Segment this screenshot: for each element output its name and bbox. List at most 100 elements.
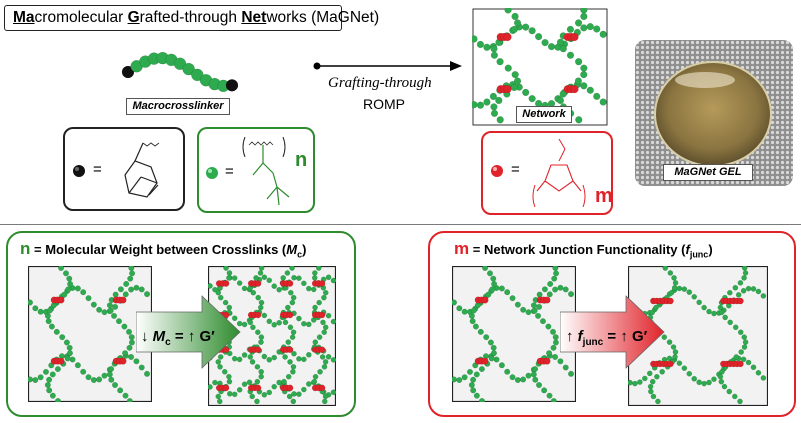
polymer-bead [511,70,519,79]
polymer-bead [301,386,307,393]
polymer-bead [46,376,53,383]
polymer-bead [672,280,679,286]
polymer-bead [733,354,740,360]
polymer-bead [550,344,557,351]
polymer-bead [129,270,136,277]
polymer-bead [531,307,538,314]
polymer-bead [550,328,557,335]
polymer-bead [476,101,485,109]
polymer-bead [69,356,76,363]
polymer-bead [64,355,71,362]
polymer-bead [472,35,478,43]
junction-bead [57,296,65,304]
polymer-bead [330,356,336,363]
polymer-bead [490,109,499,117]
title-part2: rafted-through [139,9,242,26]
polymer-bead [566,25,575,33]
polymer-bead [566,51,575,59]
polymer-bead [490,103,498,111]
polymer-bead [732,324,739,331]
polymer-bead [556,96,565,105]
polymer-bead [289,299,296,306]
polymer-bead [755,288,762,295]
polymer-bead [28,299,33,306]
legend-equals-1: = [93,161,102,178]
polymer-bead [593,25,601,33]
polymer-bead [296,391,302,398]
polymer-bead [306,285,312,292]
polymer-bead [271,283,278,289]
polymer-bead [311,275,318,281]
polymer-bead [681,286,688,292]
polymer-bead [717,373,724,380]
junction-bead [503,32,512,42]
polymer-bead [32,377,39,384]
polymer-bead [504,368,511,375]
polymer-bead [686,370,693,377]
junction-bead [286,311,294,319]
polymer-bead [727,319,733,326]
polymer-bead [468,382,475,389]
polymer-bead [46,387,53,394]
arrow-line2: ROMP [363,96,405,112]
legend-equals-2: = [225,163,234,180]
polymer-bead [276,319,282,326]
polymer-bead [133,358,140,365]
junction-bead [57,357,65,365]
polymer-bead [504,8,512,14]
polymer-bead [261,274,268,281]
polymer-bead [534,33,543,41]
polymer-bead [44,382,51,389]
polymer-bead [691,375,698,382]
polymer-bead [668,289,675,296]
polymer-bead [45,318,52,325]
junction-bead [667,360,674,368]
reaction-arrow [313,61,462,71]
polymer-bead [254,398,260,405]
polymer-bead [290,398,297,405]
polymer-bead [122,350,129,357]
polymer-bead [550,398,557,402]
polymer-bead [469,318,476,325]
polymer-bead [740,287,747,294]
green-bead-icon [206,167,218,179]
polymer-bead [522,23,530,31]
polymer-bead [740,356,747,363]
polymer-bead [258,334,265,340]
polymer-bead [247,354,254,360]
polymer-bead [650,393,657,400]
polymer-bead [285,373,292,380]
polymer-bead [488,355,495,362]
mw-network-before [28,266,152,402]
mw-panel-n: n [20,239,31,258]
polymer-bead [317,368,323,375]
title-part3: works (MaGNet) [266,9,380,26]
polymer-bead [271,354,278,361]
polymer-bead [126,398,133,402]
title-box: Macromolecular Grafted-through Networks … [4,5,379,31]
polymer-bead [49,392,56,399]
polymer-bead [470,387,477,394]
junction-arrow-f: f [577,328,583,345]
polymer-bead [287,324,294,331]
polymer-bead [128,286,135,293]
polymer-bead [489,92,497,101]
gel-photo: MaGNet GEL [635,40,793,186]
polymer-bead [510,25,518,33]
polymer-bead [280,275,286,281]
polymer-bead [236,356,243,363]
polymer-bead [575,58,583,66]
polymer-bead [261,391,268,398]
polymer-bead [241,381,248,387]
gel-label: MaGNet GEL [663,164,753,181]
polymer-bead [310,286,317,293]
polymer-bead [321,398,328,405]
polymer-bead [735,292,742,298]
mw-arrow-shape [136,295,241,369]
polymer-bead [54,366,61,373]
polymer-bead [568,370,575,377]
polymer-bead [108,366,115,373]
polymer-bead [486,270,493,277]
polymer-bead [552,286,559,293]
polymer-bead [271,321,278,328]
